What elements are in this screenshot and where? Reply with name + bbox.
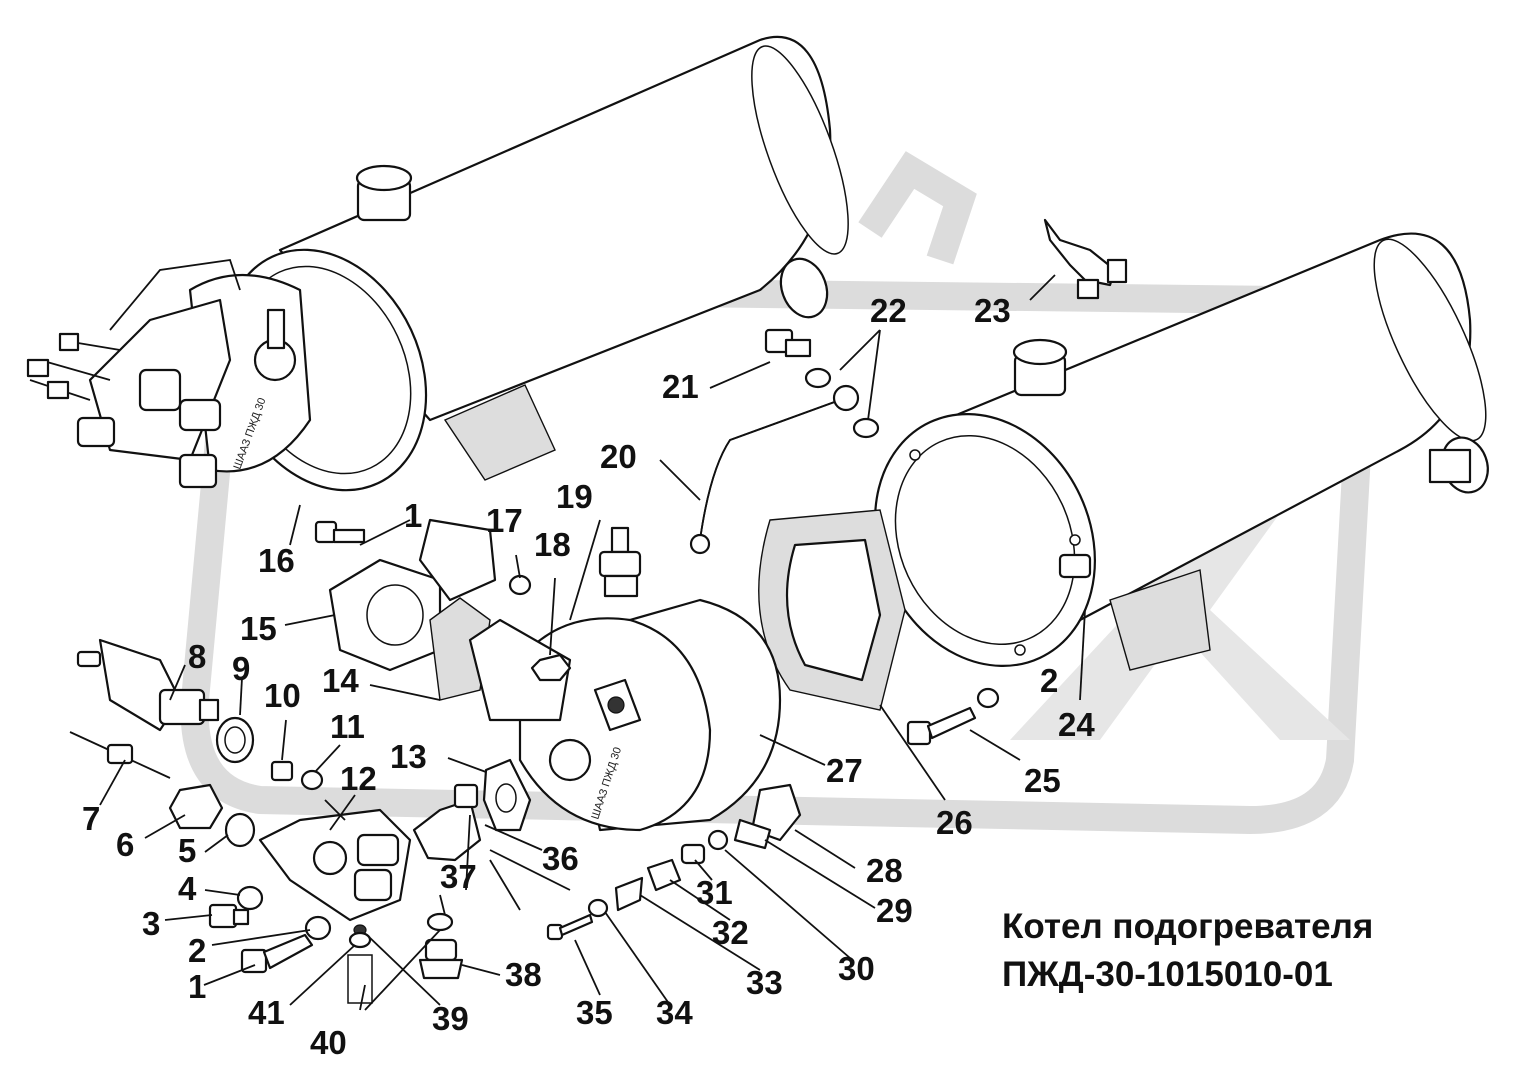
washer-part-34 [587, 898, 609, 918]
callout-2-left: 2 [188, 932, 206, 969]
spring-part-40-outline [347, 954, 373, 1004]
fuel-line-part-20 [689, 384, 860, 555]
washer-part-4 [236, 885, 264, 911]
callout-33: 33 [746, 964, 783, 1001]
bolt-part-1-lower [240, 933, 314, 974]
washer-part-30 [707, 829, 729, 851]
spring-part-32 [646, 858, 682, 892]
nut-part-18 [530, 653, 572, 682]
callout-3: 3 [142, 905, 160, 942]
callout-31: 31 [696, 874, 733, 911]
cap-part-38 [418, 938, 464, 980]
washer-part-5 [224, 812, 256, 848]
seat-part-39 [348, 931, 372, 949]
nozzle-part-33 [614, 876, 644, 912]
callout-25: 25 [1024, 762, 1061, 799]
callout-5: 5 [178, 832, 196, 869]
burner-body-part-27: ШААЗ ПЖД 30 [518, 598, 782, 832]
callout-21: 21 [662, 368, 699, 405]
screw-part-35 [546, 913, 594, 941]
bolt-part-21 [764, 328, 880, 439]
nut-part-6 [168, 783, 224, 830]
title-line-2: ПЖД-30-1015010-01 [1002, 955, 1333, 994]
valve-part-31 [680, 843, 706, 865]
callout-14: 14 [322, 662, 359, 699]
bolt-part-3 [208, 903, 250, 929]
callout-35: 35 [576, 994, 613, 1031]
gasket-part-26 [758, 509, 906, 711]
callout-27: 27 [826, 752, 863, 789]
callout-13: 13 [390, 738, 427, 775]
callout-37: 37 [440, 858, 477, 895]
callout-41: 41 [248, 994, 285, 1031]
callout-32: 32 [712, 914, 749, 951]
washer-part-11 [300, 769, 324, 791]
callout-20: 20 [600, 438, 637, 475]
callout-22: 22 [870, 292, 907, 329]
leader-lines [99, 274, 1086, 1011]
title-line-1: Котел подогревателя [1002, 907, 1373, 946]
callout-38: 38 [505, 956, 542, 993]
callout-7: 7 [82, 800, 100, 837]
callout-24: 24 [1058, 706, 1095, 743]
callout-39: 39 [432, 1000, 469, 1037]
callout-labels: 1 1 2 2 3 4 5 6 7 8 9 10 11 12 13 14 15 … [82, 292, 1095, 1061]
callout-4: 4 [178, 870, 197, 907]
nut-part-10 [270, 760, 294, 782]
callout-30: 30 [838, 950, 875, 987]
nozzle-part-36 [412, 783, 482, 862]
callout-17: 17 [486, 502, 523, 539]
callout-26: 26 [936, 804, 973, 841]
washer-part-2-right [976, 687, 1000, 709]
pump-block-part-12 [258, 808, 412, 922]
pin-part-7 [69, 731, 171, 779]
spring-part-29 [733, 818, 772, 850]
bolt-part-1-top [314, 520, 366, 544]
washer-part-17 [508, 574, 532, 596]
washer-part-2-lower [304, 915, 332, 941]
tube-elbow-part-27-inlet [468, 618, 572, 722]
callout-36: 36 [542, 840, 579, 877]
callout-19: 19 [556, 478, 593, 515]
washer-part-9-hole [224, 726, 246, 754]
callout-9: 9 [232, 650, 250, 687]
drain-valve-part-23 [1043, 218, 1128, 300]
callout-12: 12 [340, 760, 377, 797]
callout-15: 15 [240, 610, 277, 647]
callout-40: 40 [310, 1024, 347, 1061]
callout-28: 28 [866, 852, 903, 889]
callout-10: 10 [264, 677, 301, 714]
callout-23: 23 [974, 292, 1011, 329]
boiler-housing-right [874, 232, 1489, 671]
washer-part-37 [426, 912, 454, 932]
bolt-part-25 [906, 706, 977, 746]
callout-6: 6 [116, 826, 134, 863]
gasket-part-13 [482, 758, 532, 832]
callout-1-top: 1 [404, 497, 422, 534]
boiler-assembled-left: ШААЗ ПЖД 30 [26, 35, 849, 492]
callout-29: 29 [876, 892, 913, 929]
callout-16: 16 [258, 542, 295, 579]
callout-2-right: 2 [1040, 662, 1058, 699]
callout-8: 8 [188, 638, 206, 675]
diagram-title: Котел подогревателя ПЖД-30-1015010-01 [1002, 907, 1373, 994]
elbow-part-15 [328, 518, 497, 672]
callout-1-bottom: 1 [188, 968, 206, 1005]
sensor-part-19 [598, 526, 642, 598]
callout-11: 11 [330, 708, 365, 745]
callout-18: 18 [534, 526, 571, 563]
callout-34: 34 [656, 994, 693, 1031]
